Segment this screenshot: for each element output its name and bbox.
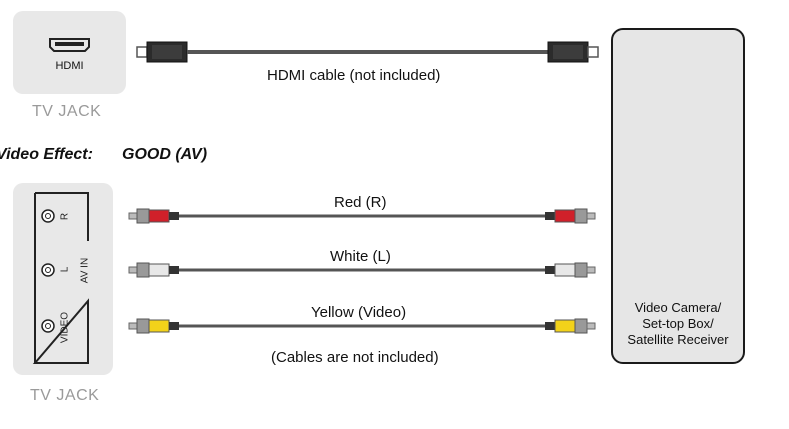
red-rca-cable [128, 208, 596, 224]
yellow-rca-cable [128, 318, 596, 334]
yellow-cable-label: Yellow (Video) [311, 304, 407, 321]
device-caption-line2: Set-top Box/ [642, 316, 714, 331]
hdmi-tv-jack-label: TV JACK [32, 103, 102, 120]
red-cable-label: Red (R) [334, 194, 387, 211]
av-tv-jack-label: TV JACK [30, 387, 100, 404]
av-jack-panel: R L VIDEO AV IN [13, 183, 113, 375]
white-rca-cable [128, 262, 596, 278]
hdmi-jack-panel: HDMI [13, 11, 126, 94]
device-panel: Video Camera/ Set-top Box/ Satellite Rec… [611, 28, 745, 364]
device-caption-line1: Video Camera/ [634, 300, 722, 315]
rca-cables [128, 208, 596, 334]
hdmi-cable-label: HDMI cable (not included) [267, 67, 441, 84]
device-caption-line3: Satellite Receiver [627, 332, 729, 347]
video-effect-label: Video Effect: [0, 146, 93, 163]
white-cable-label: White (L) [330, 248, 391, 265]
hdmi-port-label: HDMI [55, 60, 84, 72]
r-port-icon [41, 209, 55, 223]
cables-note: (Cables are not included) [271, 349, 439, 366]
hdmi-port-icon [49, 38, 90, 52]
av-port-frame [32, 192, 89, 364]
l-port-icon [41, 263, 55, 277]
video-port-icon [41, 319, 55, 333]
hdmi-cable [136, 41, 599, 63]
video-effect-value: GOOD (AV) [122, 146, 208, 163]
